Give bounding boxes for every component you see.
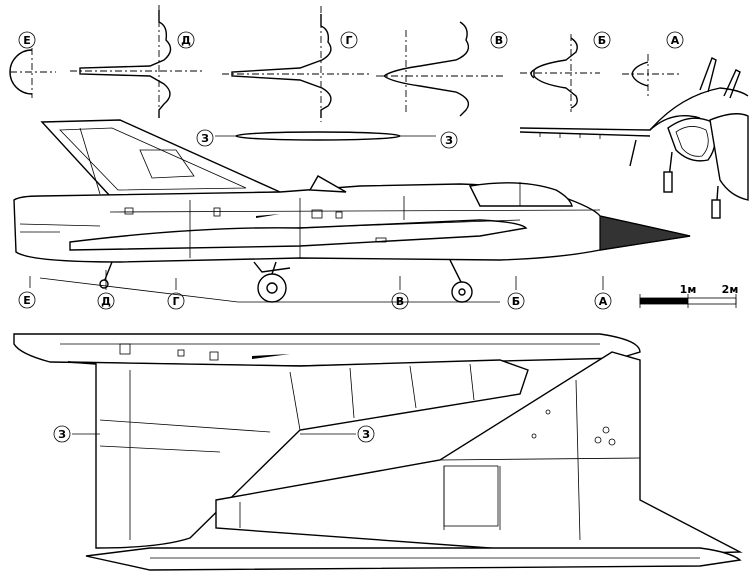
scale-label-2: 2м <box>722 283 739 296</box>
marker-a: А <box>599 295 608 308</box>
section-v-label: В <box>495 34 503 47</box>
section-b-label: Б <box>598 34 606 47</box>
section-e: Е <box>9 31 56 98</box>
section-g-label: Г <box>345 34 352 47</box>
plan-callout-left: З <box>58 428 66 441</box>
marker-v: В <box>396 295 404 308</box>
front-view <box>519 57 749 219</box>
section-markers: Е Д Г В Б А <box>18 270 612 310</box>
marker-g: Г <box>172 295 179 308</box>
wing-section-callout-left: З <box>201 132 209 145</box>
section-d: Д <box>70 5 205 120</box>
section-v: В <box>376 21 508 117</box>
nose-landing-gear <box>449 259 473 303</box>
section-g: Г <box>222 6 372 122</box>
marker-e: Е <box>23 294 31 307</box>
scale-label-1: 1м <box>680 283 697 296</box>
scale-bar: 1м 2м <box>639 283 739 308</box>
plan-callout-right: З <box>362 428 370 441</box>
section-b: Б <box>520 31 611 112</box>
side-view <box>13 119 691 303</box>
plan-view: З З <box>13 333 743 571</box>
tail-bumper <box>99 261 113 289</box>
section-a: А <box>622 31 684 96</box>
marker-d: Д <box>101 295 111 308</box>
wing-section: З З <box>196 129 458 149</box>
cross-sections-row: Е Д Г В <box>9 5 684 122</box>
wing-section-callout-right: З <box>445 134 453 147</box>
section-d-label: Д <box>181 34 191 47</box>
section-a-label: А <box>671 34 680 47</box>
marker-b: Б <box>512 295 520 308</box>
main-landing-gear <box>253 261 291 303</box>
section-e-label: Е <box>23 34 31 47</box>
